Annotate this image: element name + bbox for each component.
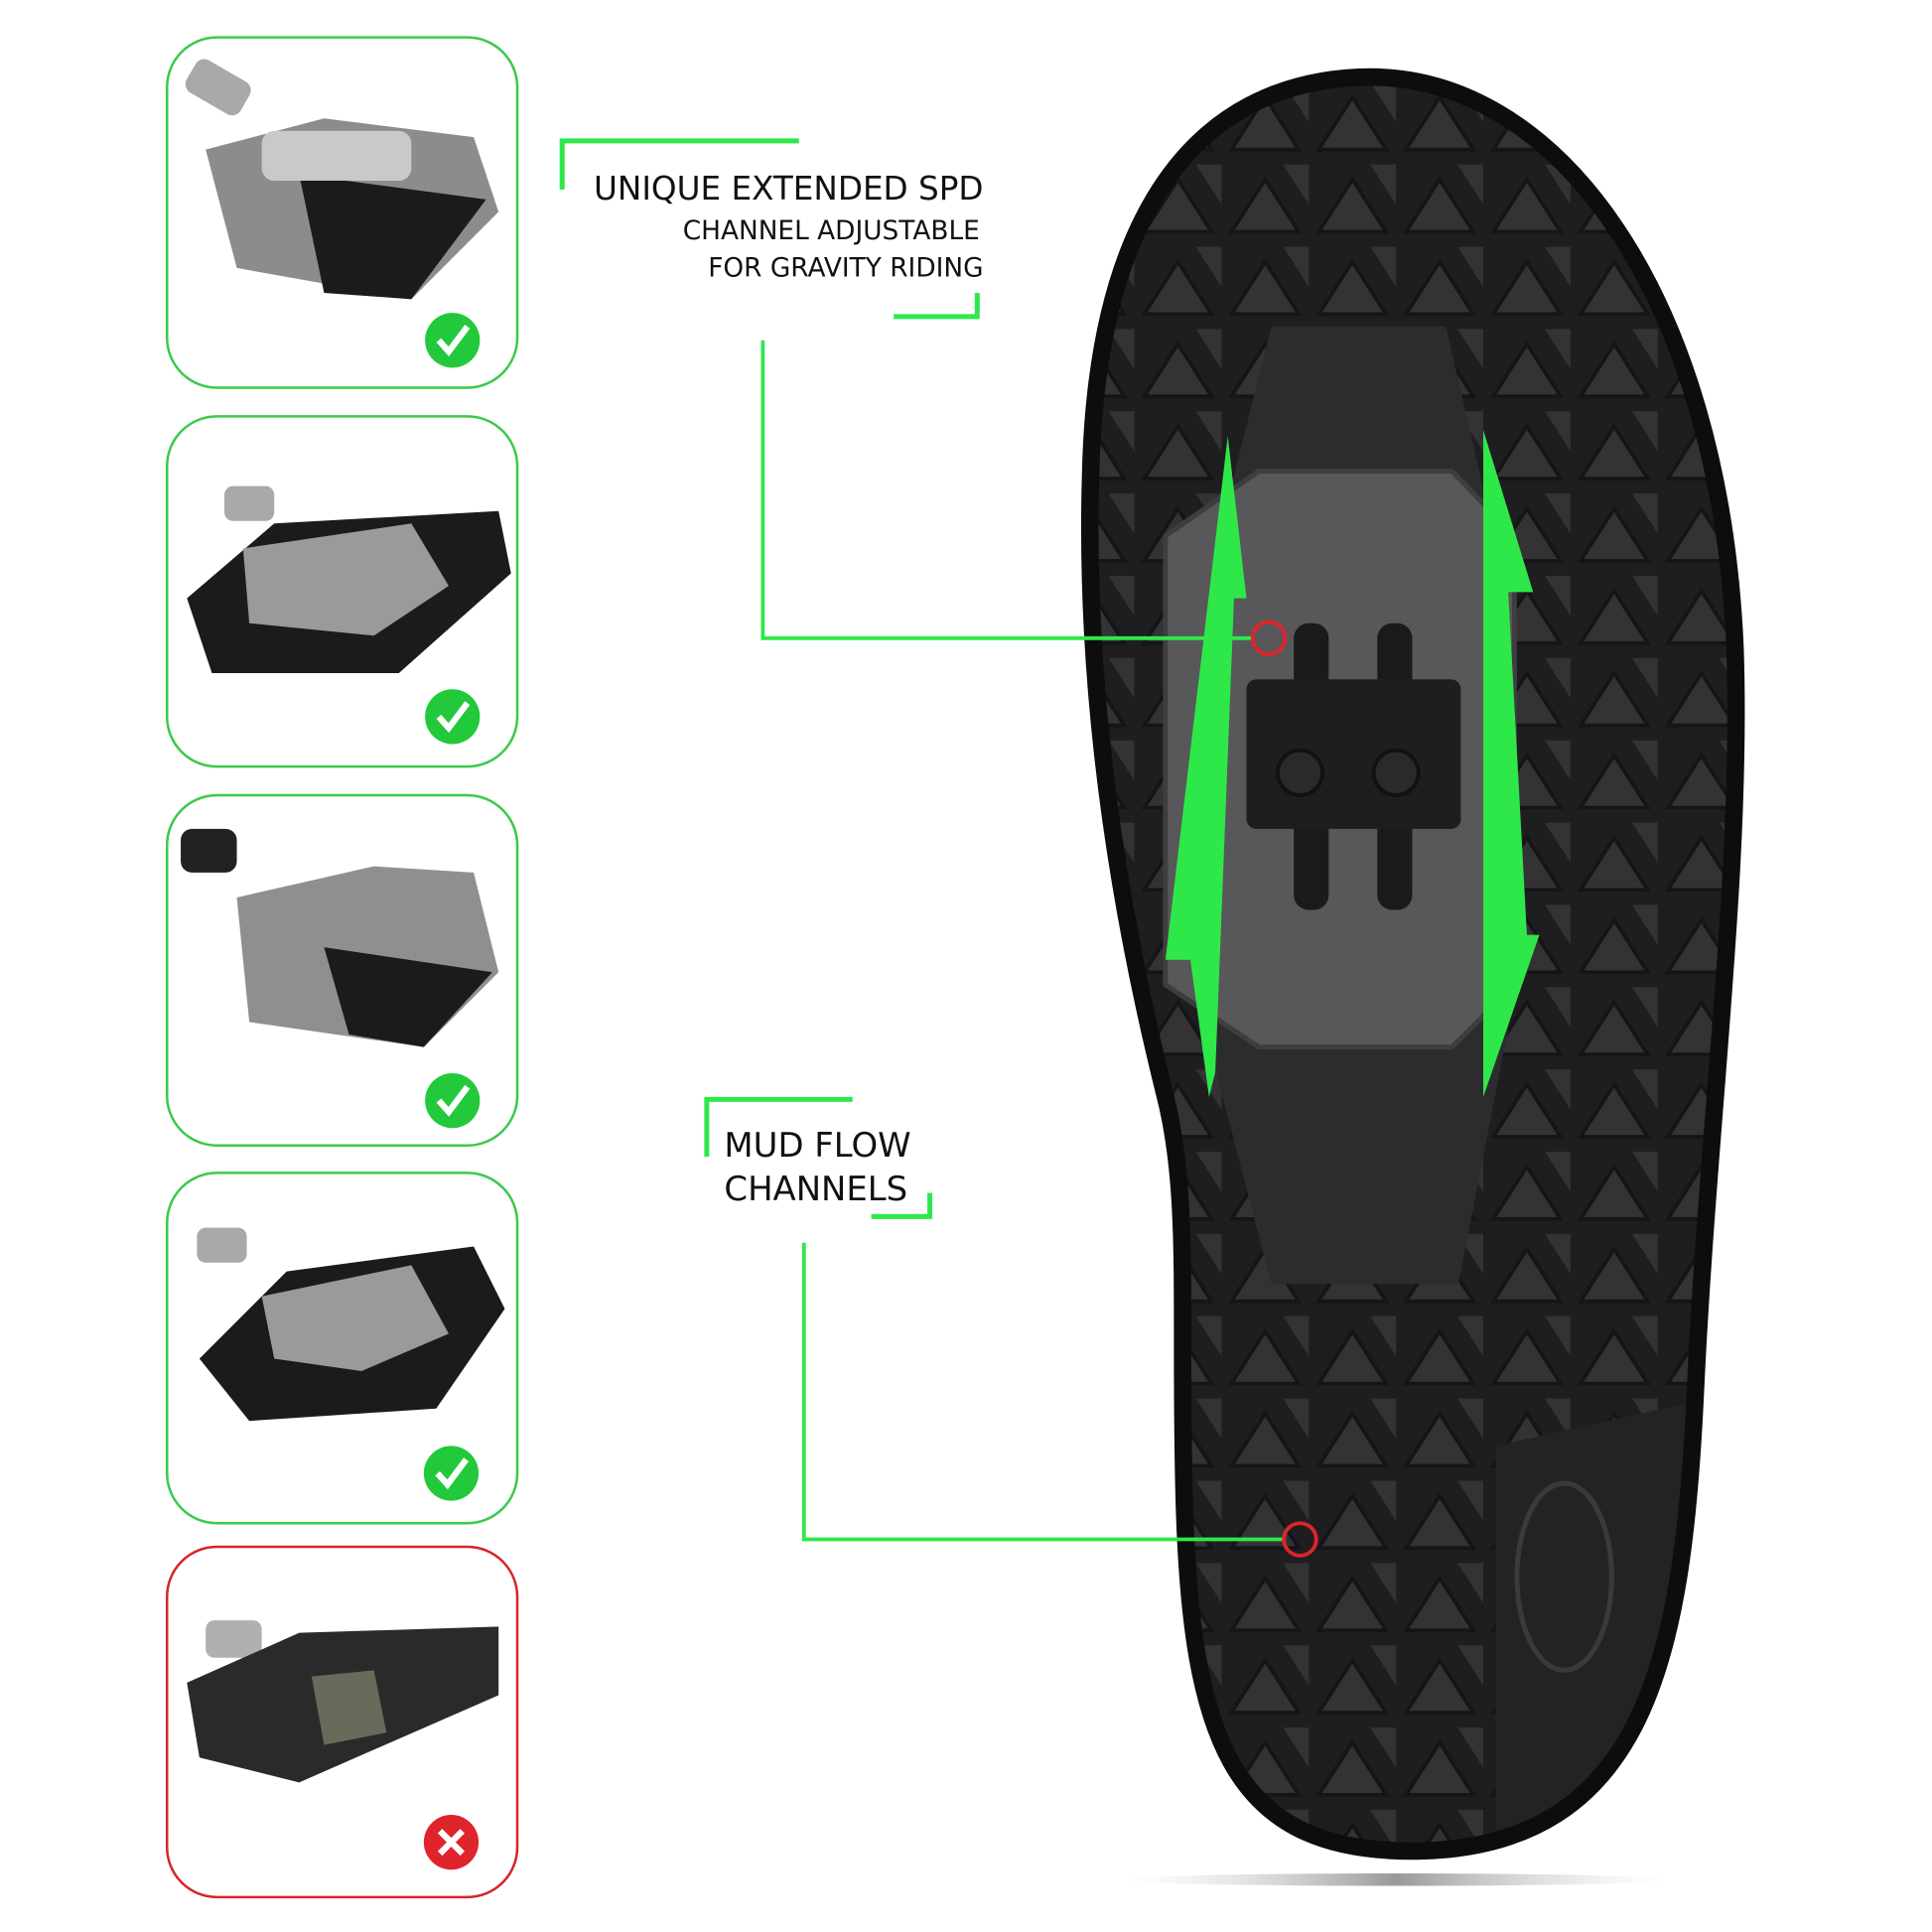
check-icon [423,1446,480,1501]
pedal-card-3 [165,793,519,1148]
pedal-image [187,485,511,673]
callout-mud-line1: MUD FLOW [724,1126,910,1165]
pedal-image [197,1227,505,1422]
pedal-card-5 [165,1545,519,1899]
callout-spd-line3: FOR GRAVITY RIDING [708,254,983,284]
callout-spd-line2: CHANNEL ADJUSTABLE [683,216,980,246]
cleat [1246,679,1461,829]
brand-logo [1514,1480,1614,1673]
check-icon [425,313,481,368]
marker-icon [1282,1521,1318,1558]
arrow-left-icon [1165,436,1247,1097]
callout-mud-line2: CHANNELS [724,1170,907,1208]
check-icon [425,689,481,745]
arrow-right-icon [1483,430,1540,1097]
pedal-card-2 [165,415,519,768]
callout-spd-title: UNIQUE EXTENDED SPD [594,170,984,207]
shadow [1121,1872,1671,1886]
pedal-image [185,59,499,300]
check-icon [425,1072,481,1129]
pedal-image [187,1620,499,1783]
pedal-image [181,828,499,1047]
callout-spd: UNIQUE EXTENDED SPD CHANNEL ADJUSTABLE F… [559,138,1288,657]
shoe-sole [1080,68,1745,1861]
marker-icon [1250,620,1288,657]
callout-mud: MUD FLOW CHANNELS [704,1096,1318,1558]
pedal-card-1 [165,36,519,389]
pedal-card-4 [165,1172,519,1525]
